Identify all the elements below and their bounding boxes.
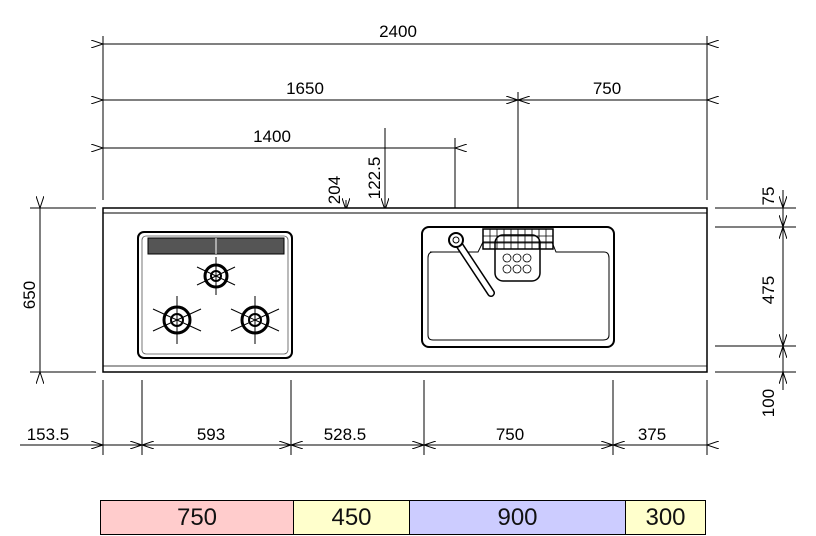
burner-back [196,257,236,295]
dim-right-front-margin: 100 [759,389,778,417]
module-3: 300 [625,500,706,535]
dim-front-to-sink-edge: 204 [325,176,344,204]
faucet [448,232,495,297]
dim-depth: 650 [20,281,39,309]
dim-sink-depth: 475 [759,276,778,304]
dim-bottom-1: 593 [197,425,225,444]
module-1: 450 [293,500,410,535]
dimension-labels: 2400 1650 750 1400 204 122.5 650 75 475 … [20,22,778,444]
burner-left [152,296,202,344]
module-2-label: 900 [497,503,538,531]
module-2: 900 [409,500,626,535]
gas-stove [137,231,293,359]
module-3-label: 300 [645,503,686,531]
dim-bottom-4: 375 [638,425,666,444]
dim-bottom-0: 153.5 [27,425,70,444]
sink [421,226,615,348]
burner-right [230,296,280,344]
module-0: 750 [100,500,294,535]
dim-total-width: 2400 [379,22,417,41]
dim-left-to-faucet: 1400 [253,127,291,146]
dim-right-back-margin: 75 [759,187,778,206]
dim-bottom-3: 750 [496,425,524,444]
drain-basket [494,234,541,282]
module-1-label: 450 [331,503,372,531]
dim-front-to-faucet: 122.5 [365,157,384,200]
dim-bottom-2: 528.5 [324,425,367,444]
dim-left-to-sink-center: 1650 [286,79,324,98]
module-0-label: 750 [176,503,218,531]
dim-sink-center-to-right: 750 [593,79,621,98]
